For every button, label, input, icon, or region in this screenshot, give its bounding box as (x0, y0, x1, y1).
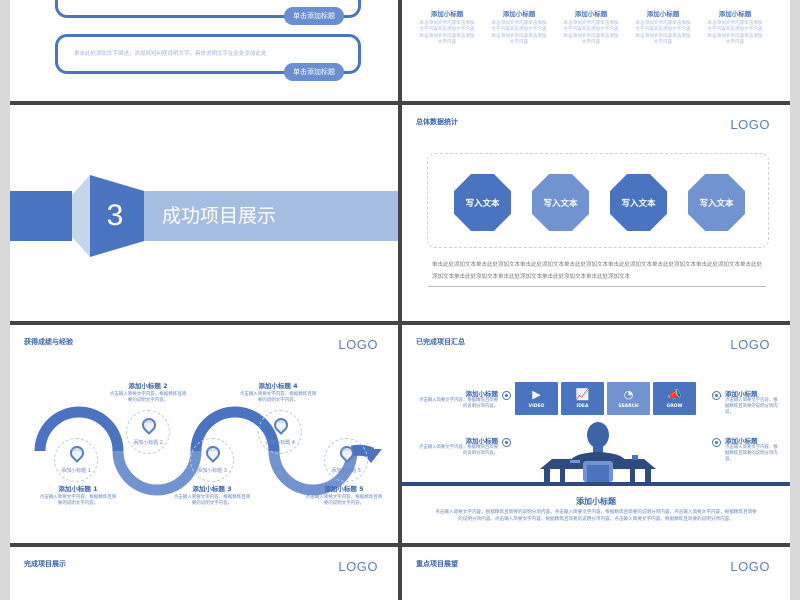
radio-bullet-icon (502, 391, 511, 400)
node-1: 86% 添加小标题 1 (54, 438, 98, 482)
divider (428, 286, 766, 287)
tile-search: ◔ SEARCH (607, 382, 650, 415)
bottom-body: 点击输入简要文字内容，根据精炼且简要的说明分项内容。点击输入简要文字内容，根据精… (435, 510, 757, 522)
megaphone-icon: 📣 (667, 387, 682, 401)
step-3: 添加小标题 3 点击输入简要文字内容，根据精炼且简要的说明文字内容。 (173, 485, 251, 506)
column-2: 添加小标题 单击添加文字内容单击添加文字内容单击添加文字内容单击添加文字内容单击… (491, 8, 547, 47)
slide-thumbnail-5[interactable]: 获得成绩与经验 LOGO 86% 添加小标题 1 86% 添加小标题 2 86%… (10, 325, 398, 543)
text-box-2: 单击此处添加文字阐述，添加简短问题说明文字，具体说明文字在此处添加此处 单击添加… (55, 34, 361, 81)
floor-bar (402, 482, 790, 486)
wave-path (34, 406, 382, 496)
slide-thumbnail-4[interactable]: 总体数据统计 LOGO 写入文本 写入文本 写入文本 写入文本 单击此处添加文本… (402, 105, 790, 321)
dashed-container (427, 153, 769, 248)
octagon-4: 写入文本 (688, 174, 745, 231)
paragraph: 单击此处添加文本单击此处添加文本单击此处添加文本单击此处添加文本单击此处添加文本… (432, 262, 763, 280)
chart-icon: 📈 (575, 387, 590, 401)
column-body: 单击添加文字内容单击添加文字内容单击添加文字内容单击添加文字内容单击添加文字内容 (707, 21, 763, 46)
column-body: 单击添加文字内容单击添加文字内容单击添加文字内容单击添加文字内容单击添加文字内容 (419, 21, 475, 46)
slide-title: 获得成绩与经验 (24, 338, 73, 346)
section-badge-shape (72, 175, 144, 257)
step-4: 添加小标题 4 点击输入简要文字内容，根据精炼且简要的说明文字内容。 (239, 382, 317, 403)
column-body: 单击添加文字内容单击添加文字内容单击添加文字内容单击添加文字内容单击添加文字内容 (491, 21, 547, 46)
node-4: 86% 添加小标题 4 (258, 410, 302, 454)
slide-thumbnail-1[interactable]: 单击添加标题 单击此处添加文字阐述，添加简短问题说明文字，具体说明文字在此处添加… (10, 0, 398, 101)
slide-title: 已完成项目汇总 (416, 338, 465, 346)
column-5: 添加小标题 单击添加文字内容单击添加文字内容单击添加文字内容单击添加文字内容单击… (707, 8, 763, 47)
add-title-button-2[interactable]: 单击添加标题 (284, 63, 344, 81)
node-2: 86% 添加小标题 2 (126, 410, 170, 454)
add-title-button-1[interactable]: 单击添加标题 (284, 7, 344, 25)
octagon-2: 写入文本 (532, 174, 589, 231)
slide-title: 总体数据统计 (416, 118, 458, 126)
slide-thumbnail-3[interactable]: 3 成功项目展示 (10, 105, 398, 321)
column-3: 添加小标题 单击添加文字内容单击添加文字内容单击添加文字内容单击添加文字内容单击… (563, 8, 619, 47)
column-body: 单击添加文字内容单击添加文字内容单击添加文字内容单击添加文字内容单击添加文字内容 (635, 21, 691, 46)
column-title: 添加小标题 (574, 10, 608, 18)
slide-title: 重点项目展望 (416, 560, 458, 568)
node-3: 86% 添加小标题 3 (190, 438, 234, 482)
pie-chart-icon: ◔ (623, 387, 634, 401)
radio-bullet-icon (502, 438, 511, 447)
band-right (143, 191, 398, 241)
location-pin-icon (271, 415, 291, 435)
logo: LOGO (338, 559, 378, 574)
logo: LOGO (730, 337, 770, 352)
slide-thumbnail-8[interactable]: 重点项目展望 LOGO (402, 547, 790, 600)
column-body: 单击添加文字内容单击添加文字内容单击添加文字内容单击添加文字内容单击添加文字内容 (563, 21, 619, 46)
column-title: 添加小标题 (646, 10, 680, 18)
column-1: 添加小标题 单击添加文字内容单击添加文字内容单击添加文字内容单击添加文字内容单击… (419, 8, 475, 47)
node-5: 86% 添加小标题 5 (324, 438, 368, 482)
octagon-3: 写入文本 (610, 174, 667, 231)
slide-title: 完成项目展示 (24, 560, 66, 568)
slide-thumbnail-2[interactable]: 添加小标题 单击添加文字内容单击添加文字内容单击添加文字内容单击添加文字内容单击… (402, 0, 790, 101)
step-2: 添加小标题 2 点击输入简要文字内容，根据精炼且简要的说明文字内容。 (109, 382, 187, 403)
radio-bullet-icon (712, 391, 721, 400)
octagon-1: 写入文本 (454, 174, 511, 231)
step-1: 添加小标题 1 点击输入简要文字内容，根据精炼且简要的说明文字内容。 (39, 485, 117, 506)
slide-grid: 单击添加标题 单击此处添加文字阐述，添加简短问题说明文字，具体说明文字在此处添加… (10, 0, 790, 600)
location-pin-icon (337, 443, 357, 463)
tile-video: ▶ VIDEO (515, 382, 558, 415)
band-left (10, 191, 72, 241)
side-item-right-1: 添加小标题 点击输入简要文字内容，根据精炼且简要的说明分项内容。 (725, 390, 778, 415)
step-5: 添加小标题 5 点击输入简要文字内容，根据精炼且简要的说明文字内容。 (305, 485, 383, 506)
column-4: 添加小标题 单击添加文字内容单击添加文字内容单击添加文字内容单击添加文字内容单击… (635, 8, 691, 47)
location-pin-icon (203, 443, 223, 463)
tile-grow: 📣 GROW (653, 382, 696, 415)
tile-idea: 📈 IDEA (561, 382, 604, 415)
radio-bullet-icon (712, 438, 721, 447)
location-pin-icon (139, 415, 159, 435)
section-number: 3 (106, 199, 124, 232)
column-title: 添加小标题 (718, 10, 752, 18)
logo: LOGO (730, 559, 770, 574)
person-at-desk-illustration (540, 422, 656, 482)
box-description: 单击此处添加文字阐述，添加简短问题说明文字，具体说明文字在此处添加此处 (74, 51, 267, 57)
side-item-right-2: 添加小标题 点击输入简要文字内容，根据精炼且简要的说明分项内容。 (725, 437, 778, 462)
logo: LOGO (730, 117, 770, 132)
section-title: 成功项目展示 (162, 205, 277, 227)
slide-thumbnail-7[interactable]: 完成项目展示 LOGO (10, 547, 398, 600)
slide-thumbnail-6[interactable]: 已完成项目汇总 LOGO ▶ VIDEO 📈 IDEA ◔ SEARCH 📣 G… (402, 325, 790, 543)
column-title: 添加小标题 (502, 10, 536, 18)
location-pin-icon (67, 443, 87, 463)
side-item-left-1: 添加小标题 点击输入简要文字内容，根据精炼且简要的说明分项内容。 (418, 390, 498, 409)
bottom-title: 添加小标题 (576, 497, 616, 506)
play-icon: ▶ (532, 387, 541, 401)
logo: LOGO (338, 337, 378, 352)
side-item-left-2: 添加小标题 点击输入简要文字内容，根据精炼且简要的说明分项内容。 (418, 437, 498, 456)
text-box-1: 单击添加标题 (55, 0, 361, 25)
column-title: 添加小标题 (430, 10, 464, 18)
